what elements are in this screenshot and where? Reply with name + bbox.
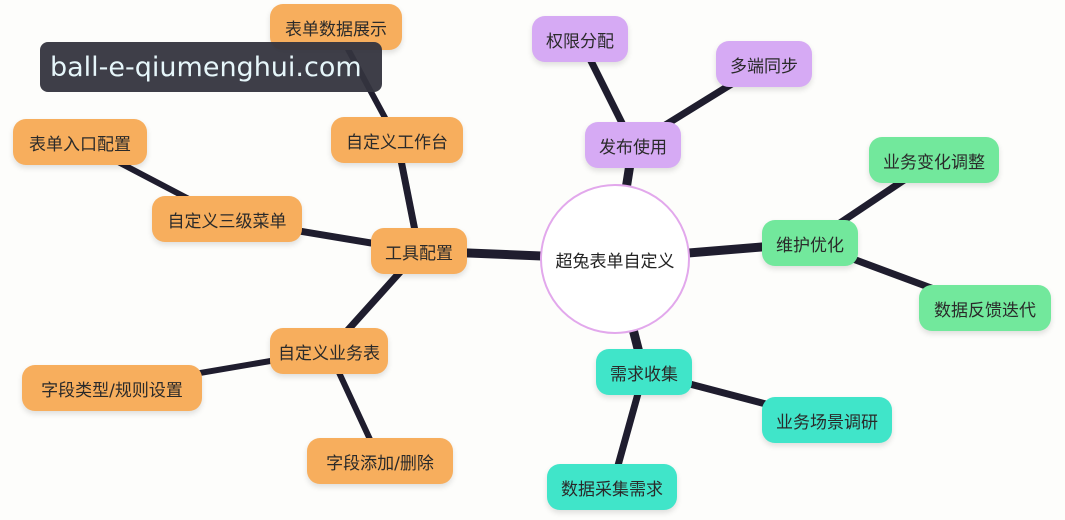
node-research[interactable]: 业务场景调研	[762, 397, 892, 443]
watermark-text: ball-e-qiumenghui.com	[50, 51, 362, 83]
node-label: 权限分配	[546, 31, 614, 52]
node-workbench[interactable]: 自定义工作台	[331, 117, 463, 163]
node-maintain[interactable]: 维护优化	[762, 220, 858, 266]
node-bizchange[interactable]: 业务变化调整	[869, 137, 999, 183]
node-tools[interactable]: 工具配置	[371, 228, 467, 274]
node-label: 维护优化	[776, 235, 844, 256]
node-menu[interactable]: 自定义三级菜单	[152, 196, 302, 242]
node-feedback[interactable]: 数据反馈迭代	[919, 285, 1051, 331]
node-label: 自定义工作台	[346, 132, 448, 153]
node-perm[interactable]: 权限分配	[532, 16, 628, 62]
root-label: 超兔表单自定义	[555, 251, 675, 272]
node-label: 数据反馈迭代	[934, 300, 1036, 321]
node-fieldtype[interactable]: 字段类型/规则设置	[22, 365, 202, 411]
node-label: 业务场景调研	[776, 412, 878, 433]
node-label: 业务变化调整	[883, 152, 985, 173]
watermark: ball-e-qiumenghui.com	[40, 42, 382, 92]
node-label: 发布使用	[599, 137, 667, 158]
node-label: 数据采集需求	[561, 479, 663, 500]
node-publish[interactable]: 发布使用	[585, 122, 681, 168]
node-fieldadd[interactable]: 字段添加/删除	[307, 438, 453, 484]
node-label: 自定义三级菜单	[167, 211, 287, 232]
node-label: 表单入口配置	[29, 134, 131, 155]
node-entry[interactable]: 表单入口配置	[13, 119, 147, 165]
node-label: 需求收集	[610, 364, 678, 385]
node-label: 自定义业务表	[278, 343, 380, 364]
node-collect[interactable]: 需求收集	[596, 349, 692, 395]
node-label: 工具配置	[385, 243, 453, 264]
node-biztable[interactable]: 自定义业务表	[270, 328, 388, 374]
node-label: 表单数据展示	[285, 19, 387, 40]
node-label: 多端同步	[730, 56, 798, 77]
node-sync[interactable]: 多端同步	[716, 41, 812, 87]
root-node[interactable]: 超兔表单自定义	[540, 184, 690, 334]
node-label: 字段类型/规则设置	[41, 380, 183, 401]
node-label: 字段添加/删除	[326, 453, 434, 474]
node-datareq[interactable]: 数据采集需求	[547, 464, 677, 510]
